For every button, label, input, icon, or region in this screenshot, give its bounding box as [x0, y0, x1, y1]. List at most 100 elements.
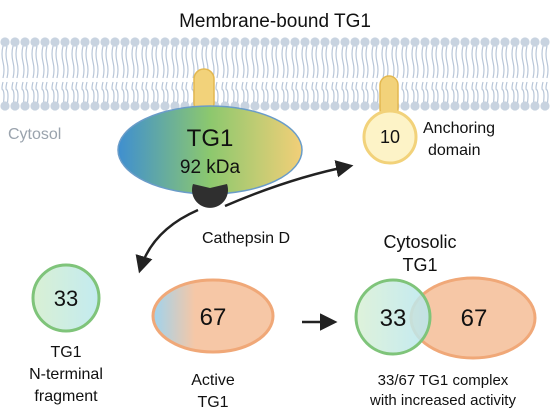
lipid-head — [540, 37, 550, 47]
lipid-head — [390, 37, 400, 47]
lipid-tail — [231, 45, 239, 79]
lipid-tail — [221, 81, 229, 107]
lipid-tail — [111, 81, 119, 107]
lipid-head — [110, 37, 120, 47]
lipid-tail — [231, 81, 239, 107]
lipid-tail — [311, 45, 319, 79]
tg1-mass: 92 kDa — [180, 157, 241, 178]
lipid-tail — [121, 45, 129, 79]
lipid-head — [50, 37, 60, 47]
lipid-tail — [471, 81, 479, 107]
lipid-tail — [161, 81, 169, 107]
lipid-head — [10, 101, 20, 111]
lipid-head — [80, 37, 90, 47]
lipid-tail — [421, 81, 429, 107]
lipid-tail — [391, 45, 399, 79]
lipid-head — [90, 101, 100, 111]
lipid-head — [350, 101, 360, 111]
anchoring-domain-number: 10 — [380, 127, 400, 147]
lipid-head — [230, 37, 240, 47]
lipid-tail — [471, 45, 479, 79]
diagram-title: Membrane-bound TG1 — [179, 11, 371, 32]
lipid-tail — [141, 45, 149, 79]
lipid-tail — [1, 81, 9, 107]
lipid-tail — [181, 45, 189, 79]
lipid-head — [70, 37, 80, 47]
lipid-tail — [181, 81, 189, 107]
lipid-tail — [351, 45, 359, 79]
lipid-head — [250, 37, 260, 47]
lipid-tail — [511, 81, 519, 107]
lipid-tail — [291, 45, 299, 79]
lipid-head — [280, 101, 290, 111]
lipid-head — [70, 101, 80, 111]
lipid-head — [60, 37, 70, 47]
lipid-head — [120, 101, 130, 111]
complex-label-line1: 33/67 TG1 complex — [378, 372, 509, 389]
lipid-head — [160, 37, 170, 47]
lipid-head — [330, 101, 340, 111]
lipid-head — [370, 101, 380, 111]
lipid-tail — [411, 45, 419, 79]
lipid-head — [250, 101, 260, 111]
lipid-tail — [31, 81, 39, 107]
lipid-head — [320, 101, 330, 111]
lipid-tail — [281, 81, 289, 107]
lipid-head — [130, 101, 140, 111]
lipid-tail — [271, 45, 279, 79]
lipid-tail — [141, 81, 149, 107]
lipid-head — [530, 101, 540, 111]
lipid-tail — [221, 45, 229, 79]
lipid-head — [240, 37, 250, 47]
lipid-head — [380, 37, 390, 47]
lipid-tail — [11, 81, 19, 107]
lipid-head — [30, 101, 40, 111]
cathepsin-d-enzyme — [192, 184, 228, 208]
lipid-head — [140, 37, 150, 47]
lipid-head — [150, 37, 160, 47]
lipid-tail — [281, 45, 289, 79]
lipid-head — [280, 37, 290, 47]
lipid-tail — [121, 81, 129, 107]
lipid-head — [290, 37, 300, 47]
lipid-head — [420, 101, 430, 111]
complex-33-protein — [354, 278, 432, 356]
lipid-tail — [321, 45, 329, 79]
lipid-head — [500, 37, 510, 47]
lipid-head — [360, 37, 370, 47]
lipid-head — [100, 101, 110, 111]
active-67-label-line1: Active — [191, 372, 235, 389]
lipid-head — [400, 37, 410, 47]
cytosolic-title-line1: Cytosolic — [383, 232, 456, 252]
lipid-tail — [541, 45, 549, 79]
lipid-tail — [21, 45, 29, 79]
lipid-head — [20, 37, 30, 47]
lipid-tail — [431, 81, 439, 107]
lipid-tail — [251, 45, 259, 79]
lipid-tail — [91, 81, 99, 107]
lipid-tail — [211, 45, 219, 79]
lipid-head — [480, 101, 490, 111]
cytosol-label: Cytosol — [8, 126, 61, 143]
lipid-head — [210, 37, 220, 47]
lipid-tail — [171, 81, 179, 107]
lipid-tail — [101, 81, 109, 107]
anchoring-domain-circle — [362, 109, 418, 165]
lipid-head — [520, 37, 530, 47]
lipid-head — [360, 101, 370, 111]
arrow-to-33-fragment — [135, 208, 199, 274]
lipid-head — [170, 37, 180, 47]
lipid-tail — [51, 81, 59, 107]
lipid-tail — [131, 81, 139, 107]
cytosolic-title-line2: TG1 — [402, 255, 437, 275]
lipid-tail — [491, 81, 499, 107]
fragment-33-number: 33 — [54, 286, 78, 311]
lipid-tail — [311, 81, 319, 107]
lipid-head — [440, 101, 450, 111]
lipid-head — [530, 37, 540, 47]
lipid-head — [340, 101, 350, 111]
lipid-tail — [531, 81, 539, 107]
lipid-tail — [261, 81, 269, 107]
lipid-tail — [521, 81, 529, 107]
